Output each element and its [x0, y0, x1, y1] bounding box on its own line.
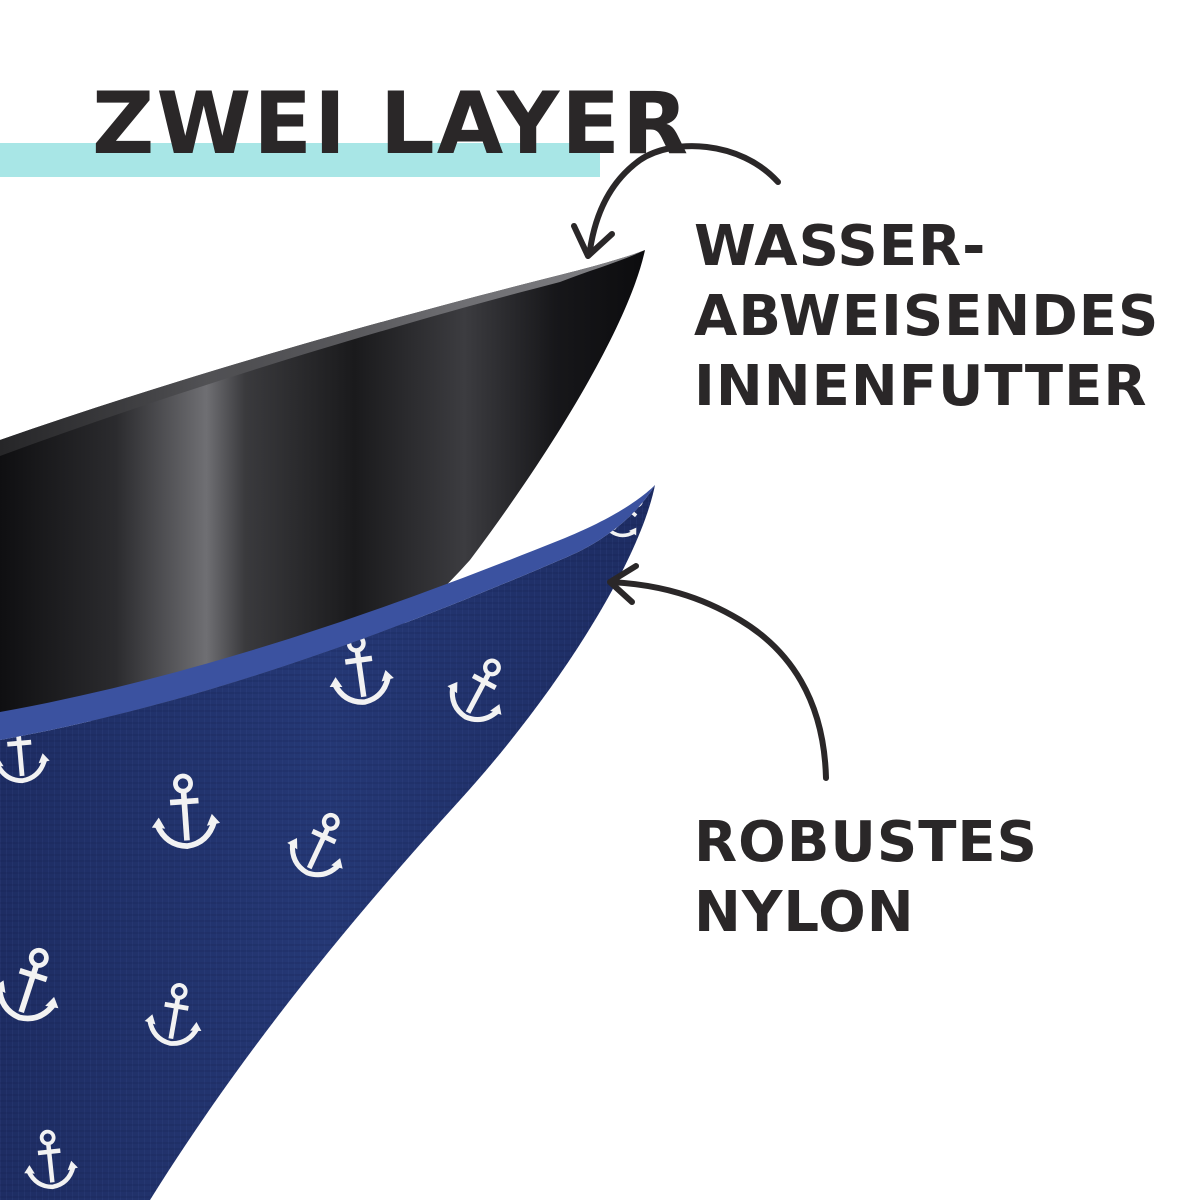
- outer-layer-label-line: ROBUSTES: [694, 810, 1038, 875]
- inner-layer-label-line: WASSER-: [694, 214, 987, 279]
- headline: ZWEI LAYER: [92, 74, 691, 174]
- curved-arrow-icon: [607, 563, 829, 781]
- outer-nylon-layer: [0, 485, 655, 1200]
- headline-accent-bar: [0, 143, 600, 177]
- curved-arrow-icon: [571, 143, 781, 259]
- inner-layer-label-line: ABWEISENDES: [694, 284, 1160, 349]
- inner-lining-layer: [0, 250, 645, 723]
- inner-layer-label-line: INNENFUTTER: [694, 354, 1148, 419]
- outer-layer-label: ROBUSTES NYLON: [694, 808, 1038, 948]
- inner-layer-label: WASSER- ABWEISENDES INNENFUTTER: [694, 212, 1159, 422]
- outer-layer-label-line: NYLON: [694, 880, 915, 945]
